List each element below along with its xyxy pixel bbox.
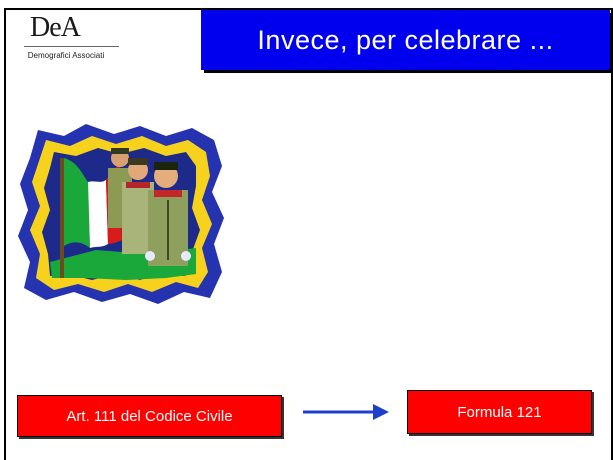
logo-subtitle: Demografici Associati	[27, 51, 105, 60]
formula-121-label: Formula 121	[457, 403, 542, 421]
flag-white	[88, 180, 108, 248]
formula-121-box: Formula 121	[407, 390, 592, 434]
soldier-front-glove-right	[181, 251, 191, 261]
soldier-middle-cap	[128, 158, 148, 165]
title-banner: Invece, per celebrare ...	[201, 10, 610, 70]
slide-title: Invece, per celebrare ...	[257, 24, 554, 55]
soldier-middle-collar	[126, 182, 150, 188]
slide-frame-right	[611, 8, 613, 460]
soldier-front-cap	[154, 162, 178, 170]
soldiers-flag-clipart	[18, 124, 224, 304]
arrow-right-icon	[303, 404, 389, 420]
flag-green	[64, 158, 90, 248]
article-111-label: Art. 111 del Codice Civile	[66, 407, 233, 425]
soldier-back-cap	[111, 148, 129, 154]
company-logo: DeA Demografici Associati	[4, 12, 124, 62]
article-111-box: Art. 111 del Codice Civile	[17, 395, 282, 437]
logo-mark: DeA	[30, 12, 81, 43]
soldier-front-glove-left	[145, 251, 155, 261]
soldier-front-collar	[154, 190, 182, 197]
flag-pole	[60, 158, 64, 278]
slide-frame-left	[4, 8, 6, 460]
slide-frame-top	[4, 8, 613, 10]
logo-underline	[24, 46, 119, 47]
